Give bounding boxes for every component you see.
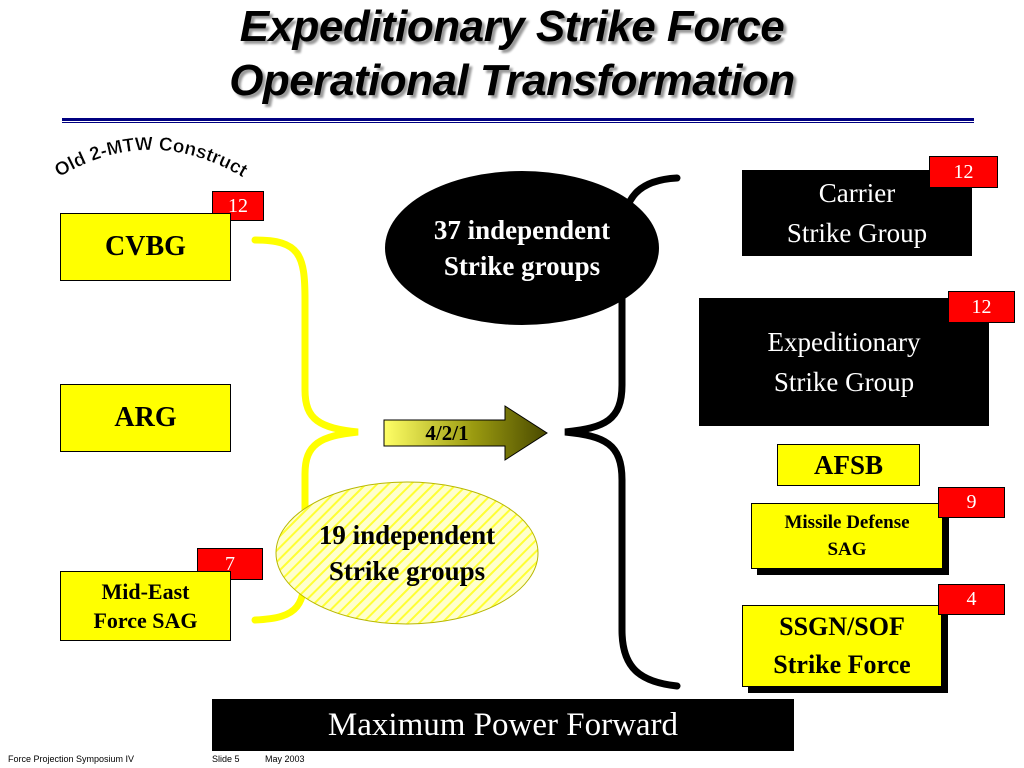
csg-count-badge: 12 bbox=[929, 156, 998, 188]
mideast-sag-box: Mid-East Force SAG bbox=[60, 571, 231, 641]
esg-count-badge: 12 bbox=[948, 291, 1015, 323]
cvbg-count-badge: 12 bbox=[212, 191, 264, 221]
arg-box: ARG bbox=[60, 384, 231, 452]
old-construct-arc-label: Old 2-MTW Construct bbox=[51, 134, 251, 182]
bottom-ellipse bbox=[275, 481, 539, 625]
cvbg-box: CVBG bbox=[60, 213, 231, 281]
expeditionary-strike-group-box: Expeditionary Strike Group bbox=[699, 298, 989, 426]
transform-arrow bbox=[383, 405, 548, 461]
carrier-strike-group-box: Carrier Strike Group bbox=[742, 170, 972, 256]
top-ellipse-text: 37 independent Strike groups bbox=[433, 215, 611, 281]
top-ellipse bbox=[385, 171, 659, 325]
title-line-2: Operational Transformation bbox=[229, 56, 795, 105]
banner-maximum-power-forward: Maximum Power Forward bbox=[212, 699, 794, 751]
ssgn-sof-box: SSGN/SOF Strike Force bbox=[742, 605, 942, 687]
title-rule bbox=[62, 118, 974, 121]
footer-slide-number: Slide 5 bbox=[212, 754, 240, 764]
mds-count-badge: 9 bbox=[938, 487, 1005, 518]
missile-defense-sag-box: Missile Defense SAG bbox=[751, 503, 943, 569]
afsb-box: AFSB bbox=[777, 444, 920, 486]
arrow-label: 4/2/1 bbox=[425, 421, 469, 445]
footer-date: May 2003 bbox=[265, 754, 305, 764]
title-line-1: Expeditionary Strike Force bbox=[239, 2, 785, 51]
footer-event: Force Projection Symposium IV bbox=[8, 754, 135, 764]
ssgn-count-badge: 4 bbox=[938, 584, 1005, 615]
title-rule-thin bbox=[62, 122, 974, 123]
bottom-ellipse-text: 19 independent Strike groups bbox=[318, 520, 496, 586]
